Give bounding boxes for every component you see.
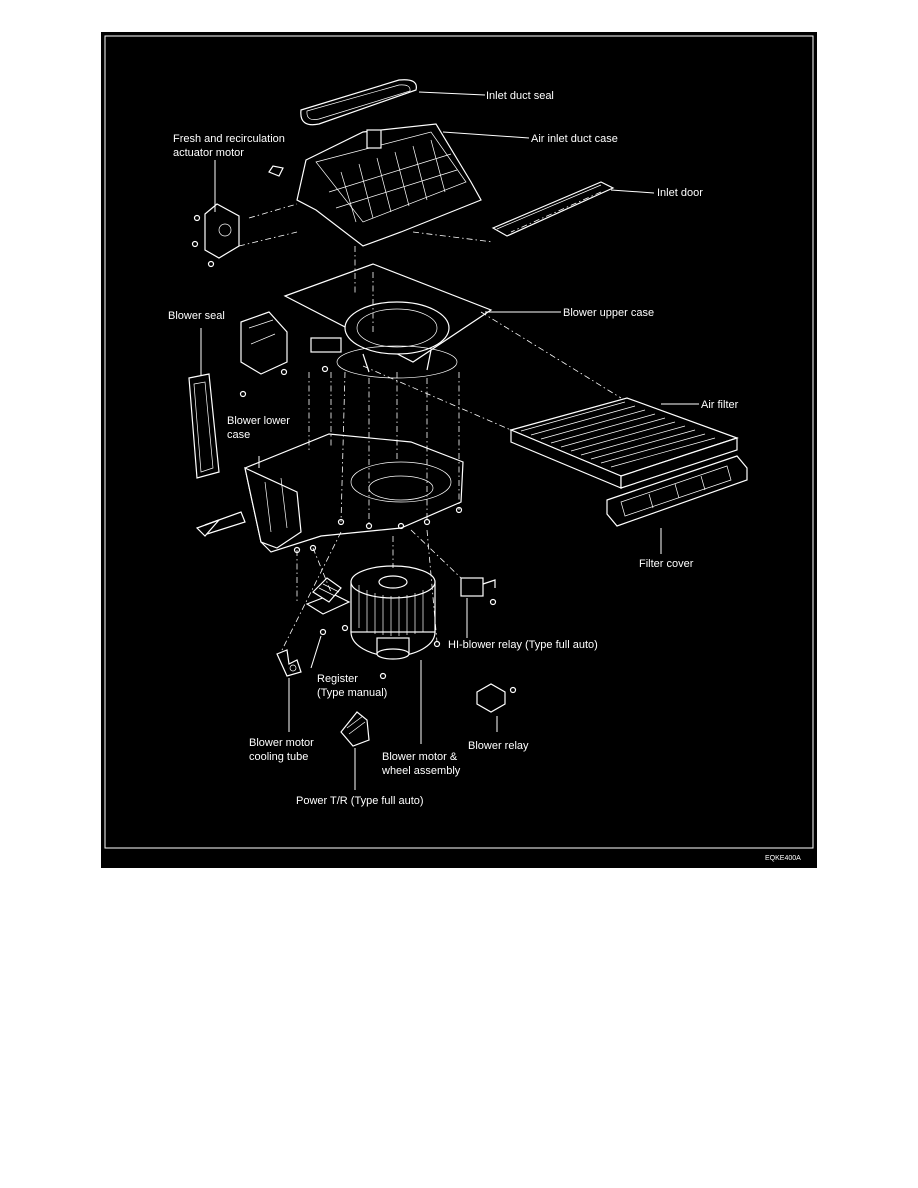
- label-air-inlet-duct-case: Air inlet duct case: [531, 133, 618, 145]
- label-blower-relay: Blower relay: [468, 740, 529, 752]
- alignment-lines: [238, 191, 622, 653]
- filter-cover-part: [606, 455, 748, 527]
- label-inlet-door: Inlet door: [657, 187, 703, 199]
- diagram-frame: Inlet duct seal Fresh and recirculation …: [101, 32, 817, 868]
- label-blower-upper-case: Blower upper case: [563, 307, 654, 319]
- label-air-filter: Air filter: [701, 399, 739, 411]
- label-cooling-tube-2: cooling tube: [249, 751, 308, 763]
- label-power-tr: Power T/R (Type full auto): [296, 795, 424, 807]
- register-part: [305, 577, 351, 636]
- label-register-2: (Type manual): [317, 687, 387, 699]
- label-fresh-recirc-2: actuator motor: [173, 147, 244, 159]
- leader-lines: [200, 91, 699, 790]
- exploded-view-diagram: Inlet duct seal Fresh and recirculation …: [104, 35, 814, 862]
- actuator-motor-part: [191, 203, 240, 268]
- label-hi-blower-relay: HI-blower relay (Type full auto): [448, 639, 598, 651]
- blower-lower-case-part: [195, 433, 464, 553]
- blower-seal-part: [188, 373, 220, 479]
- inlet-duct-seal-part: [300, 79, 417, 126]
- label-register-1: Register: [317, 673, 358, 685]
- blower-relay-part: [476, 683, 517, 713]
- label-blower-seal: Blower seal: [168, 310, 225, 322]
- hi-blower-relay-part: [460, 577, 497, 606]
- label-cooling-tube-1: Blower motor: [249, 737, 314, 749]
- label-motor-wheel-1: Blower motor &: [382, 751, 458, 763]
- label-blower-lower-2: case: [227, 429, 250, 441]
- label-motor-wheel-2: wheel assembly: [381, 765, 461, 777]
- figure-code: EQKE400A: [765, 855, 801, 862]
- label-filter-cover: Filter cover: [639, 558, 694, 570]
- label-blower-lower-1: Blower lower: [227, 415, 290, 427]
- label-inlet-duct-seal: Inlet duct seal: [486, 90, 554, 102]
- air-filter-part: [509, 397, 739, 489]
- label-fresh-recirc-1: Fresh and recirculation: [173, 133, 285, 145]
- blower-motor-wheel-part: [350, 565, 441, 680]
- inlet-door-part: [491, 181, 615, 237]
- blower-upper-case-part: [239, 263, 493, 398]
- cooling-tube-part: [276, 649, 302, 677]
- power-tr-part: [340, 711, 370, 747]
- air-inlet-duct-case-part: [268, 123, 482, 247]
